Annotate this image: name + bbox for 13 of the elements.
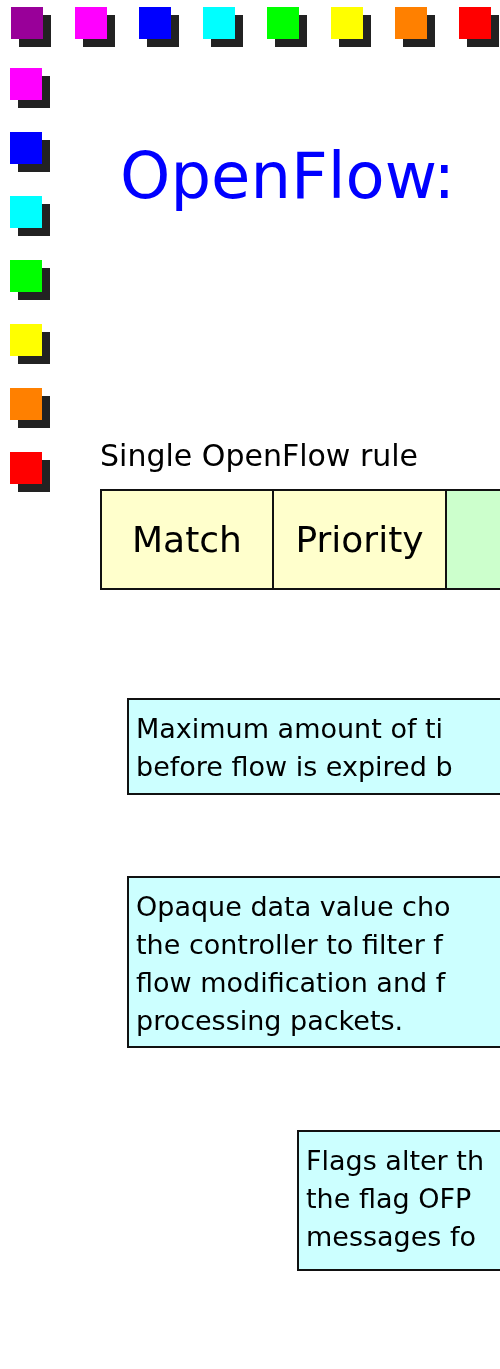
slide-title: OpenFlow:	[120, 138, 456, 215]
rule-field-cell	[100, 489, 274, 590]
section-label: Single OpenFlow rule	[100, 438, 419, 473]
field-name: Priority	[295, 519, 424, 560]
description-box	[127, 698, 500, 795]
rule-field-cell	[272, 489, 447, 590]
rule-field-cell	[445, 489, 500, 590]
description-text: Flags alter th the flag OFP messages fo	[306, 1145, 484, 1252]
description-box	[297, 1130, 500, 1271]
field-name: Match	[132, 519, 242, 560]
description-text: Opaque data value cho the controller to filter f flow modification and f processing packets.	[136, 891, 451, 1036]
description-box	[127, 876, 500, 1048]
description-text: Maximum amount of ti before flow is expired b	[136, 713, 453, 782]
